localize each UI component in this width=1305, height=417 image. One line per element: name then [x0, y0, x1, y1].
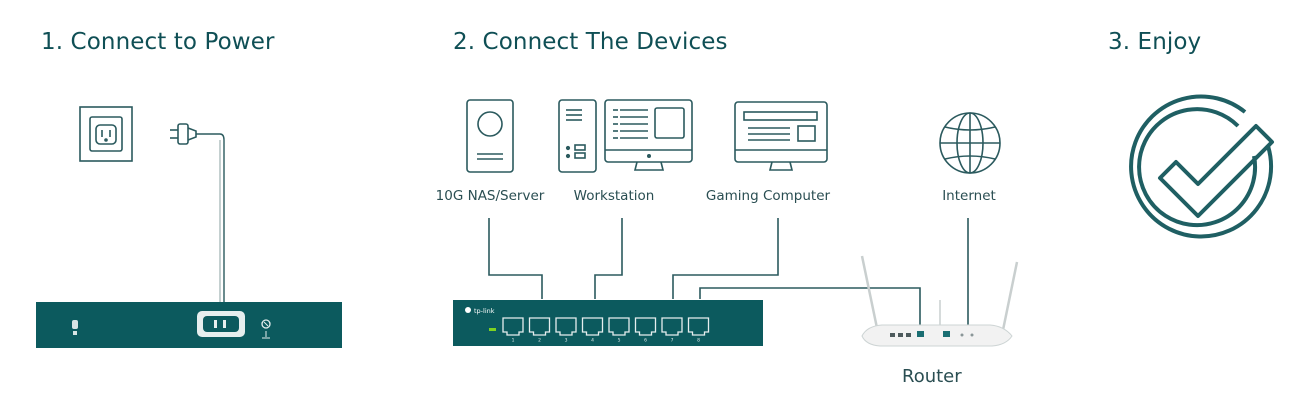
step-3-title: 3. Enjoy	[1108, 29, 1202, 55]
workstation-icon	[558, 99, 693, 173]
switch-port-8	[687, 317, 710, 336]
step-2-title: 2. Connect The Devices	[453, 29, 728, 55]
switch-port-number: 4	[591, 338, 594, 344]
switch-port-1	[502, 317, 524, 336]
gaming-computer-label: Gaming Computer	[705, 188, 831, 204]
switch-port-number: 3	[565, 338, 568, 344]
switch-port-2	[528, 317, 551, 336]
status-led	[489, 328, 496, 331]
internet-label: Internet	[942, 188, 996, 204]
step-1-title: 1. Connect to Power	[41, 29, 275, 55]
router-icon	[860, 255, 1019, 347]
switch-port-number: 1	[512, 338, 515, 344]
switch-port-5	[608, 317, 630, 336]
nas-server-icon	[466, 99, 514, 173]
switch-port-number: 8	[697, 338, 700, 344]
switch-port-number: 6	[644, 338, 647, 344]
power-plug-icon	[170, 123, 225, 305]
router-label: Router	[902, 366, 962, 387]
power-outlet-icon	[79, 106, 133, 162]
gaming-computer-icon	[734, 101, 828, 171]
switch-ports: 1 2 3 4 5 6 7 8	[502, 317, 710, 344]
switch-port-number: 7	[671, 338, 674, 344]
switch-port-7	[661, 317, 683, 336]
switch-port-number: 5	[618, 338, 621, 344]
switch-brand-logo: tp-link	[474, 307, 495, 315]
switch-rear-panel	[36, 302, 342, 348]
switch-port-3	[555, 317, 577, 336]
connection-lines	[488, 218, 969, 326]
switch-port-6	[634, 317, 657, 336]
nas-label: 10G NAS/Server	[435, 188, 545, 204]
checkmark-circle-icon	[1129, 94, 1274, 239]
switch-front-panel: tp-link 1 2 3 4 5 6 7 8	[453, 300, 763, 346]
workstation-label: Workstation	[573, 188, 655, 204]
switch-port-number: 2	[538, 338, 541, 344]
globe-icon	[939, 112, 1001, 174]
switch-port-4	[581, 317, 604, 336]
